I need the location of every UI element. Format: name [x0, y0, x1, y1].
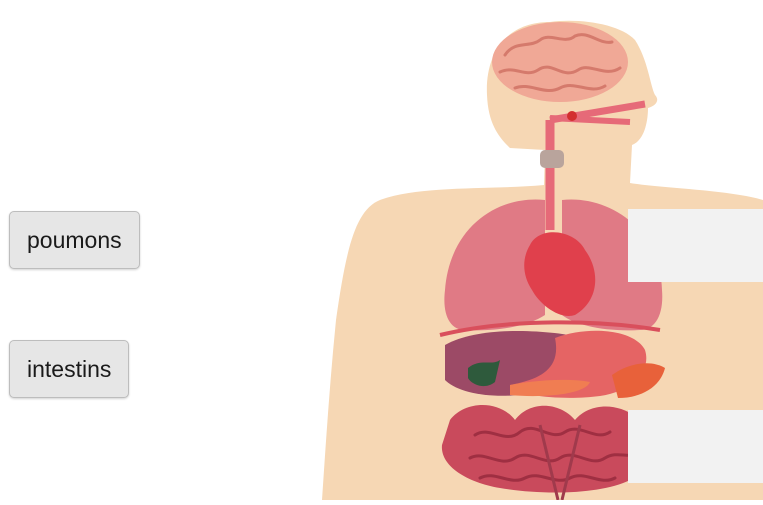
- drop-target-lower[interactable]: [628, 410, 763, 483]
- draggable-label-poumons[interactable]: poumons: [9, 211, 140, 269]
- brain-icon: [492, 22, 628, 102]
- drop-target-upper[interactable]: [628, 209, 763, 282]
- draggable-label-intestins[interactable]: intestins: [9, 340, 129, 398]
